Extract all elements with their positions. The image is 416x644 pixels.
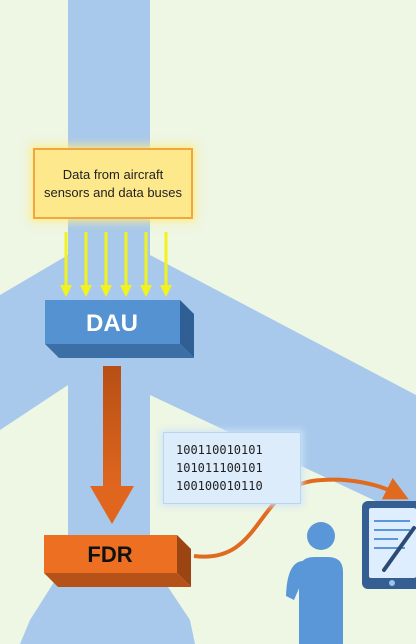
dau-to-fdr-arrow: [90, 366, 134, 524]
source-data-label: Data from aircraft sensors and data buse…: [43, 166, 183, 200]
sensor-arrows: [60, 232, 172, 297]
fdr-block: FDR: [44, 535, 191, 587]
person-icon: [286, 522, 343, 644]
fdr-label: FDR: [87, 542, 132, 567]
binary-line: 101011100101: [176, 461, 263, 475]
binary-line: 100100010110: [176, 479, 263, 493]
tablet-device-icon: [362, 501, 416, 589]
binary-data-box: 100110010101 101011100101 100100010110: [163, 432, 301, 504]
dau-block: DAU: [45, 300, 194, 358]
binary-line: 100110010101: [176, 443, 263, 457]
source-data-box: Data from aircraft sensors and data buse…: [33, 148, 193, 219]
dau-label: DAU: [86, 310, 138, 337]
